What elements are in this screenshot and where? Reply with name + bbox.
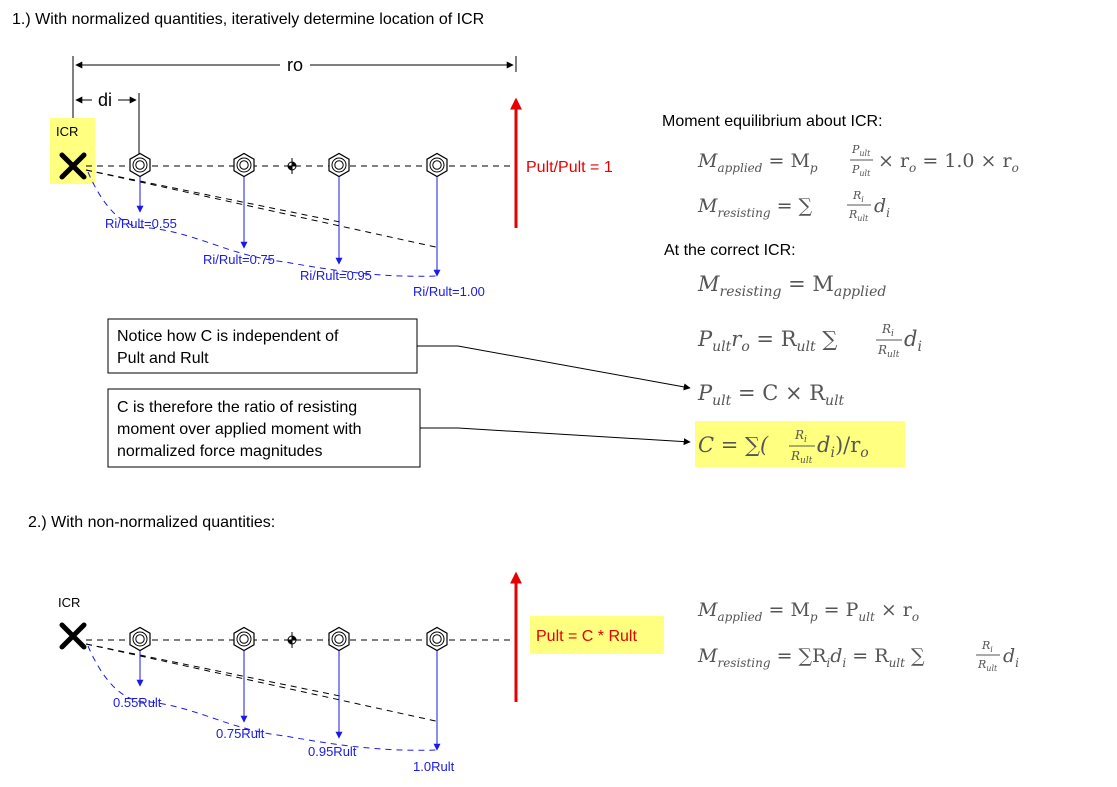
svg-text:di: di xyxy=(904,327,922,355)
svg-text:Pult: Pult xyxy=(851,143,871,158)
centroid-icon xyxy=(283,157,301,175)
svg-text:di: di xyxy=(1003,645,1019,670)
bolt-icon xyxy=(233,626,255,652)
svg-text:Rult: Rult xyxy=(977,658,998,673)
centroid-icon xyxy=(283,631,301,649)
note1-line2: Pult and Rult xyxy=(117,350,209,367)
note2-line1: C is therefore the ratio of resisting xyxy=(117,399,357,416)
note1-pointer xyxy=(417,345,691,391)
radius-line xyxy=(85,643,341,697)
di-label: di xyxy=(98,90,112,110)
applied-force-label: Pult/Pult = 1 xyxy=(526,159,613,176)
svg-text:Mresisting = ∑Ridi = Rult ∑: Mresisting = ∑Ridi = Rult ∑ xyxy=(697,645,925,670)
force-envelope-curve xyxy=(87,171,438,277)
svg-text:Pult = C × Rult: Pult = C × Rult xyxy=(697,381,845,409)
note2-line3: normalized force magnitudes xyxy=(117,443,322,460)
bolt-label-2: Ri/Rult=0.75 xyxy=(203,252,275,267)
eq-moment-balance: Mresisting = Mapplied xyxy=(697,272,886,300)
bolt-label-4: Ri/Rult=1.00 xyxy=(413,284,485,299)
bolt-label-2-1: 0.55Rult xyxy=(113,695,162,710)
icr-x-icon xyxy=(59,152,87,180)
correct-icr-title: At the correct ICR: xyxy=(664,242,796,259)
svg-text:di: di xyxy=(874,195,890,220)
radius-line xyxy=(85,169,441,249)
bolt-icon xyxy=(426,626,448,652)
eq-applied-moment-2: Mapplied = Mp = Pult × ro xyxy=(697,599,919,624)
svg-text:Ri: Ri xyxy=(852,189,864,204)
equilibrium-title: Moment equilibrium about ICR: xyxy=(662,113,883,130)
section2-heading: 2.) With non-normalized quantities: xyxy=(28,514,275,531)
bolt-label-2-4: 1.0Rult xyxy=(413,759,455,774)
bolt-icon xyxy=(129,152,151,178)
note1-line1: Notice how C is independent of xyxy=(117,328,339,345)
svg-text:Mresisting = Mapplied: Mresisting = Mapplied xyxy=(697,272,886,300)
svg-text:Mapplied = Mp = Pult × ro: Mapplied = Mp = Pult × ro xyxy=(697,599,919,624)
bolt-label-1: Ri/Rult=0.55 xyxy=(105,216,177,231)
svg-text:Mresisting = ∑: Mresisting = ∑ xyxy=(697,195,813,220)
icr-highlight xyxy=(50,118,95,184)
svg-text:Ri: Ri xyxy=(981,639,993,654)
bolt-label-2-3: 0.95Rult xyxy=(308,744,357,759)
svg-text:Rult: Rult xyxy=(790,449,813,466)
icr-label: ICR xyxy=(56,124,78,139)
icr-x-icon xyxy=(59,622,87,650)
svg-text:Rult: Rult xyxy=(848,208,869,223)
note2-line2: moment over applied moment with xyxy=(117,421,362,438)
svg-text:× ro = 1.0 × ro: × ro = 1.0 × ro xyxy=(878,150,1019,175)
eq-pult-ro: Pultro = Rult ∑ Ri Rult di xyxy=(697,322,922,360)
c-equation-highlight xyxy=(695,421,905,467)
bolt-icon xyxy=(426,152,448,178)
eq-resisting-moment-2: Mresisting = ∑Ridi = Rult ∑ Ri Rult di xyxy=(697,639,1019,673)
note2-pointer xyxy=(420,427,691,446)
bolt-label-3: Ri/Rult=0.95 xyxy=(300,268,372,283)
bolt-icon xyxy=(328,152,350,178)
eq-applied-moment: Mapplied = Mp Pult Pult × ro = 1.0 × ro xyxy=(697,143,1019,178)
note-box-independence: Notice how C is independent of Pult and … xyxy=(107,318,418,374)
force-envelope-curve-2 xyxy=(87,645,438,751)
svg-text:C = ∑(: C = ∑( xyxy=(698,433,769,457)
icr-label-2: ICR xyxy=(58,595,80,610)
section1-heading: 1.) With normalized quantities, iterativ… xyxy=(12,11,484,28)
eq-resisting-moment: Mresisting = ∑ Ri Rult di xyxy=(697,189,890,223)
radius-line xyxy=(85,643,441,723)
note-box-ratio: C is therefore the ratio of resisting mo… xyxy=(107,388,421,468)
svg-text:Pult: Pult xyxy=(851,163,871,178)
eq-c-definition: C = ∑( Ri Rult di)/ro xyxy=(698,428,869,466)
di-dimension: di xyxy=(75,90,140,160)
svg-text:Ri: Ri xyxy=(881,322,894,339)
svg-text:Mapplied = Mp: Mapplied = Mp xyxy=(697,150,818,175)
svg-text:Pultro = Rult ∑: Pultro = Rult ∑ xyxy=(697,327,837,355)
svg-text:Rult: Rult xyxy=(877,343,900,360)
force-label-highlight xyxy=(530,616,664,654)
bolt-icon xyxy=(233,152,255,178)
svg-text:di)/ro: di)/ro xyxy=(817,433,869,461)
radius-line xyxy=(85,169,341,223)
svg-text:Ri: Ri xyxy=(794,428,807,445)
eq-pult-c-rult: Pult = C × Rult xyxy=(697,381,845,409)
applied-force-label-2: Pult = C * Rult xyxy=(536,628,637,645)
bolt-icon xyxy=(129,626,151,652)
bolt-label-2-2: 0.75Rult xyxy=(216,726,265,741)
bolt-icon xyxy=(328,626,350,652)
ro-label: ro xyxy=(287,55,303,75)
